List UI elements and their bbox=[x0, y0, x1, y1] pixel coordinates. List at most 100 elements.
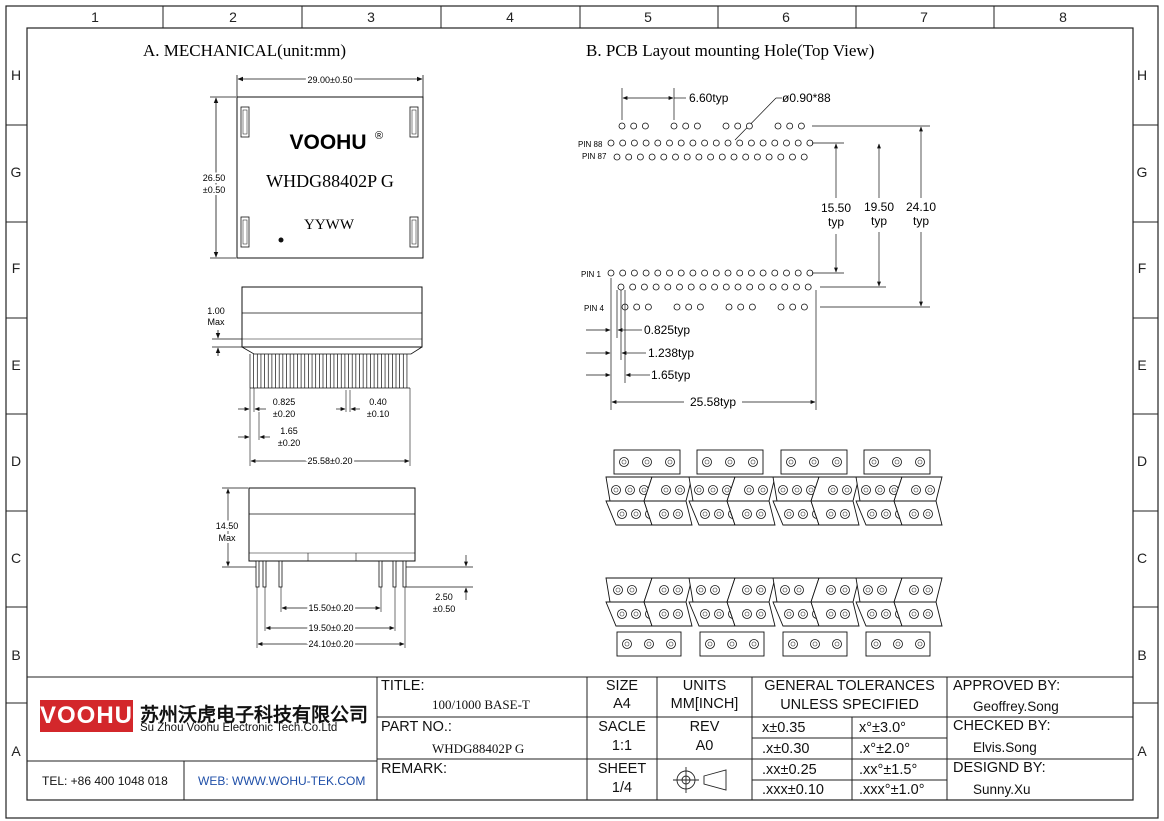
row-label: C bbox=[11, 550, 21, 566]
contact-circle bbox=[925, 611, 931, 617]
contact-circle bbox=[927, 487, 933, 493]
top-view: 29.00±0.50 26.50 ±0.50 VOOHU ® WHDG88402… bbox=[201, 73, 424, 259]
mounting-hole bbox=[641, 283, 648, 291]
dim-row-spacing-tol: ±0.20 bbox=[278, 438, 300, 448]
contact-circle bbox=[796, 587, 802, 593]
contact-circle bbox=[911, 485, 921, 495]
contact-circle bbox=[788, 639, 798, 649]
tolerance-value: .x±0.30 bbox=[762, 741, 810, 757]
contact-circle bbox=[742, 609, 752, 619]
mounting-hole bbox=[746, 122, 753, 130]
tolerance-value: .xxx±0.10 bbox=[762, 782, 824, 798]
contact-circle bbox=[760, 487, 766, 493]
contact-circle bbox=[624, 641, 630, 647]
col-label: 2 bbox=[229, 9, 237, 25]
mounting-hole bbox=[613, 153, 621, 161]
contact-circle bbox=[832, 457, 842, 467]
contact-circle bbox=[673, 585, 683, 595]
contact-circle bbox=[881, 609, 891, 619]
contact-circle bbox=[877, 487, 883, 493]
contact-circle bbox=[909, 609, 919, 619]
rev-value: A0 bbox=[695, 738, 714, 754]
contact-circle bbox=[724, 487, 730, 493]
typ-label: typ bbox=[913, 214, 929, 228]
contact-circle bbox=[617, 609, 627, 619]
contact-circle bbox=[834, 641, 840, 647]
contact-circle bbox=[613, 487, 619, 493]
contact-circle bbox=[663, 487, 669, 493]
contact-circle bbox=[675, 511, 681, 517]
mounting-hole bbox=[736, 139, 744, 147]
units-value: MM[INCH] bbox=[670, 696, 739, 712]
contact-circle bbox=[704, 459, 710, 465]
scale-label: SACLE bbox=[598, 719, 646, 735]
sheet-value: 1/4 bbox=[611, 780, 633, 796]
pin-1-label: PIN 1 bbox=[581, 270, 602, 279]
contact-circle bbox=[786, 511, 792, 517]
contact-circle bbox=[661, 511, 667, 517]
zone-ticks bbox=[6, 6, 1158, 704]
contact-circle bbox=[633, 611, 639, 617]
mounting-hole bbox=[695, 153, 703, 161]
mounting-hole bbox=[654, 269, 662, 277]
title-label: TITLE: bbox=[381, 678, 425, 694]
part-no-value: WHDG88402P G bbox=[432, 741, 525, 756]
col-label: 3 bbox=[367, 9, 375, 25]
dim-body-height-max: Max bbox=[218, 533, 236, 543]
mounting-hole bbox=[777, 153, 785, 161]
contact-circle bbox=[667, 459, 673, 465]
contact-circle bbox=[925, 485, 935, 495]
contact-block bbox=[863, 449, 931, 475]
contact-circle bbox=[696, 487, 702, 493]
contact-circle bbox=[631, 509, 641, 519]
dim-pin-width: 0.40 bbox=[369, 397, 387, 407]
contact-circle bbox=[758, 611, 764, 617]
contact-circle bbox=[840, 509, 850, 519]
contact-circle bbox=[917, 459, 923, 465]
contact-block bbox=[810, 577, 860, 603]
part-marking: WHDG88402P G bbox=[266, 171, 394, 191]
date-code: YYWW bbox=[304, 217, 355, 233]
contact-circle bbox=[911, 587, 917, 593]
checked-label: CHECKED BY: bbox=[953, 718, 1051, 734]
contact-circle bbox=[812, 641, 818, 647]
contact-circle bbox=[694, 485, 704, 495]
contact-block bbox=[726, 500, 776, 526]
contact-circle bbox=[915, 639, 925, 649]
approved-name: Geoffrey.Song bbox=[973, 699, 1059, 714]
mounting-hole bbox=[765, 153, 773, 161]
contact-circle bbox=[830, 487, 836, 493]
mounting-hole bbox=[619, 139, 627, 147]
contact-circle bbox=[828, 611, 834, 617]
mounting-hole bbox=[771, 139, 779, 147]
mounting-hole bbox=[618, 122, 626, 130]
dim-19-50: 19.50 bbox=[864, 200, 894, 214]
dim-row-24-10: 24.10±0.20 bbox=[309, 639, 354, 649]
mounting-hole bbox=[670, 122, 678, 130]
contact-circle bbox=[665, 457, 675, 467]
mounting-hole bbox=[801, 303, 808, 311]
mounting-hole bbox=[699, 283, 707, 291]
contact-circle bbox=[708, 485, 718, 495]
mounting-hole bbox=[724, 139, 732, 147]
contact-circle bbox=[668, 641, 674, 647]
tolerance-value: x±0.35 bbox=[762, 720, 806, 736]
schematic-upper bbox=[605, 449, 943, 526]
mounting-hole bbox=[683, 153, 691, 161]
contact-circle bbox=[809, 457, 819, 467]
company-logo: VOOHU bbox=[40, 700, 133, 732]
dim-body-height: 14.50 bbox=[216, 521, 239, 531]
approved-label: APPROVED BY: bbox=[953, 678, 1061, 694]
remark-label: REMARK: bbox=[381, 761, 448, 777]
registered-mark: ® bbox=[375, 130, 383, 142]
dim-standoff: 1.00 bbox=[207, 306, 225, 316]
contact-circle bbox=[786, 457, 796, 467]
company-web[interactable]: WEB: WWW.WOHU-TEK.COM bbox=[198, 774, 366, 788]
dim-pin-span: 25.58±0.20 bbox=[308, 456, 353, 466]
mounting-hole bbox=[711, 283, 718, 291]
projection-symbol-icon bbox=[673, 767, 727, 793]
row-label: E bbox=[1137, 357, 1146, 373]
row-label: D bbox=[1137, 453, 1147, 469]
mounting-hole bbox=[793, 283, 800, 291]
